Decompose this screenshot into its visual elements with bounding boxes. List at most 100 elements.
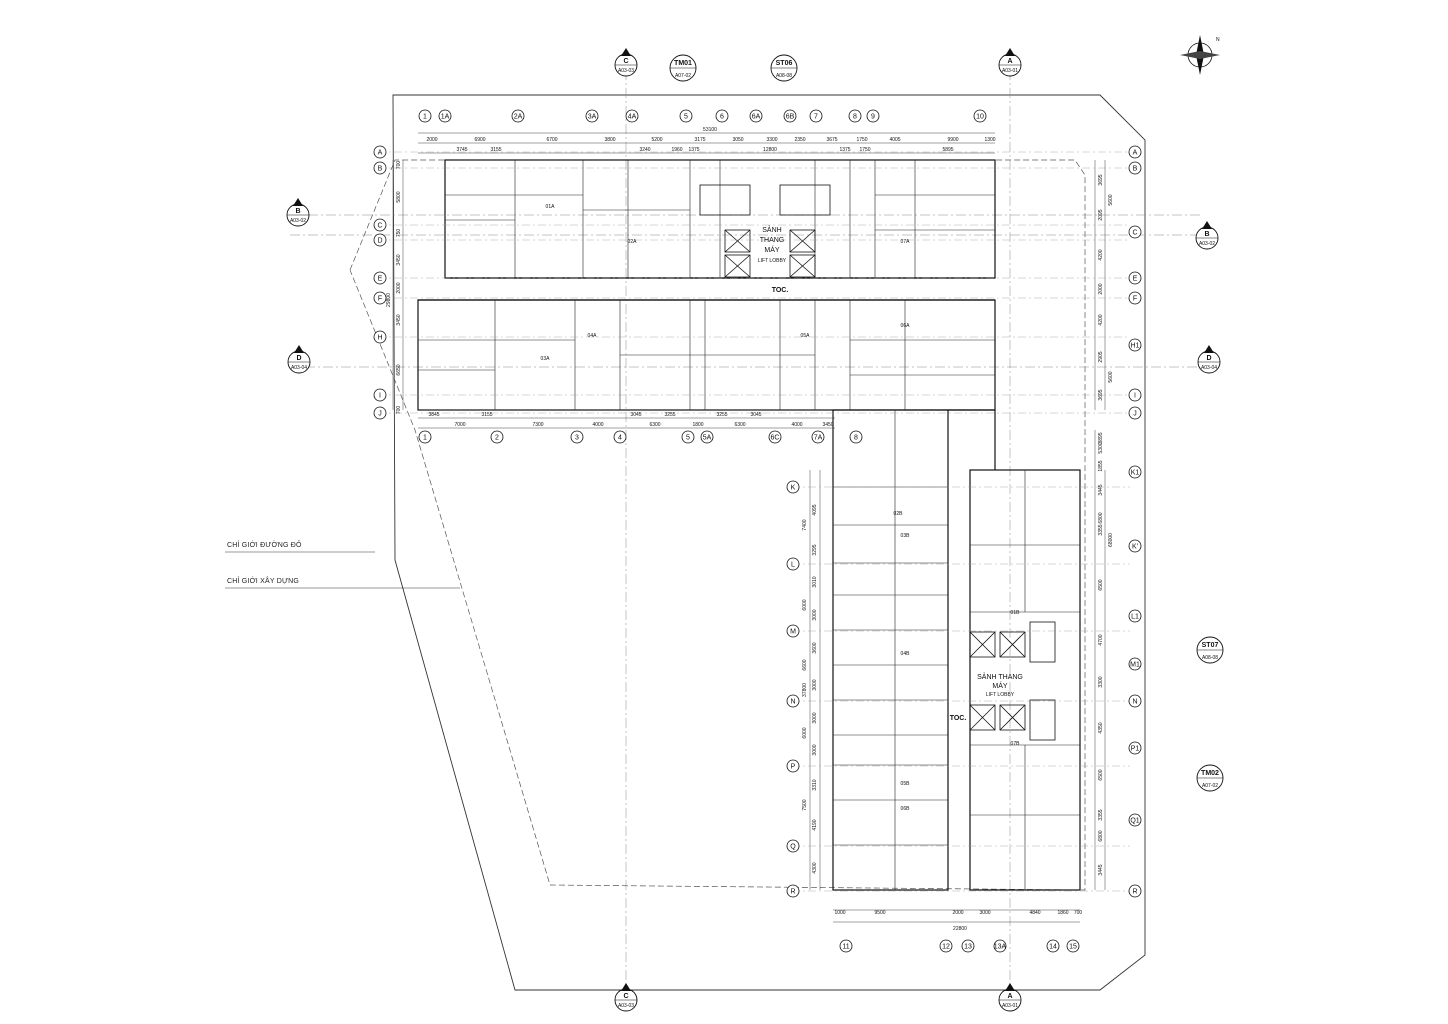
dim-top-2: 3155 [490,147,501,153]
grid-col-bottom-6C: 6C [768,430,782,444]
dim-right-lower: 4350 [1098,722,1104,733]
svg-text:13: 13 [964,944,972,951]
grid-row-C: C [373,218,387,232]
lobby-upper: SẢNH THANG MÁY LIFT LOBBY TOC. [758,225,788,294]
svg-text:A03-02: A03-02 [1199,241,1215,247]
red-line-boundary [392,94,1146,991]
dim-bottom-upper: 3845 [428,412,439,418]
svg-text:M: M [790,629,796,636]
dim-right-upper: 2905 [1098,351,1104,362]
upper-lift-core [699,184,831,278]
grid-row-right-A: A [1128,145,1142,159]
svg-text:A07-02: A07-02 [675,73,691,79]
svg-text:A: A [1007,993,1012,1000]
grid-row-I: I [373,388,387,402]
lobby-lower: SẢNH THANG MÁY LIFT LOBBY TOC. [950,672,1023,722]
dim-left-lower: 7500 [802,799,808,810]
dim-bottom-upper-2: 3255 [716,412,727,418]
dim-left-lower: 3010 [812,576,818,587]
grid-row-D: D [373,233,387,247]
unit-06A: 06A [901,323,911,329]
svg-text:13A: 13A [994,944,1007,951]
svg-text:9: 9 [871,114,875,121]
dim-right-lower: 68000 [1108,533,1114,547]
svg-text:F: F [378,296,382,303]
lobby-title-3: MÁY [764,245,780,254]
grid-col-5: 5 [679,109,693,123]
dim-left-lower: 4190 [812,819,818,830]
svg-text:H: H [377,335,382,342]
svg-text:4A: 4A [628,114,637,121]
dim-left-upper: 700 [396,161,402,170]
svg-text:6A: 6A [752,114,761,121]
grid-row-lower-right-L1: L1 [1128,609,1142,623]
grid-row-lower-L: L [786,557,800,571]
dim-right-lower: 4700 [1098,634,1104,645]
dim-left-upper: 2000 [396,282,402,293]
grid-col-bottom-5A: 5A [700,430,714,444]
grid-col-lower-13: 13 [961,939,975,953]
dim-bottom-upper: 1800 [692,422,703,428]
north-label: N [1216,37,1220,43]
svg-text:L1: L1 [1131,614,1139,621]
unit-04B: 04B [901,651,911,657]
svg-text:A03-03: A03-03 [618,68,634,74]
dim-right-upper: 3695 [1098,389,1104,400]
dim-bottom-upper: 7300 [532,422,543,428]
dim-top-1: 3050 [732,137,743,143]
dim-right-lower: 6500 [1098,579,1104,590]
grid-col-2A: 2A [511,109,525,123]
grid-col-1A: 1A [438,109,452,123]
dim-bottom-lower: 22800 [953,926,967,932]
grid-row-right-H1: H1 [1128,338,1142,352]
lobby-b-title2: MÁY [992,681,1008,690]
dim-bottom-upper-2: 3045 [630,412,641,418]
svg-text:N: N [1132,699,1137,706]
grid-col-lower-13A: 13A [993,939,1007,953]
dim-top-1: 6700 [546,137,557,143]
grid-col-8: 8 [848,109,862,123]
dim-left-lower: 6000 [802,599,808,610]
toc-label-upper: TOC. [772,287,789,294]
svg-text:A08-08: A08-08 [1202,655,1218,661]
svg-text:C: C [1132,230,1137,237]
svg-text:A03-04: A03-04 [291,365,307,371]
dim-left-lower: 3000 [812,609,818,620]
dim-left-lower: 4095 [812,504,818,515]
svg-text:1A: 1A [441,114,450,121]
dim-top-1: 1300 [984,137,995,143]
dim-right-lower: 6800 [1098,512,1104,523]
dim-bottom-upper: 4000 [592,422,603,428]
svg-text:6B: 6B [786,114,795,121]
unit-01B: 01B [1011,610,1021,616]
dim-top-1: 4005 [889,137,900,143]
dim-left-upper: 3450 [396,314,402,325]
svg-text:K1: K1 [1131,470,1140,477]
dim-left-upper: 29800 [386,293,392,307]
unit-03B: 03B [901,533,911,539]
svg-text:J: J [378,411,382,418]
svg-text:5A: 5A [703,435,712,442]
grid-row-lower-right-M1: M1 [1128,657,1142,671]
dim-left-upper: 6650 [396,364,402,375]
grid-row-lower-N: N [786,694,800,708]
svg-text:6C: 6C [771,435,780,442]
svg-text:E: E [378,276,383,283]
dim-bottom-upper-2: 3255 [664,412,675,418]
dim-bottom-upper-2: 3045 [750,412,761,418]
dimension-lines [392,132,1106,923]
dim-bottom-lower: 1000 [834,910,845,916]
upper-partitions [418,160,995,410]
grid-lines [378,151,1130,892]
